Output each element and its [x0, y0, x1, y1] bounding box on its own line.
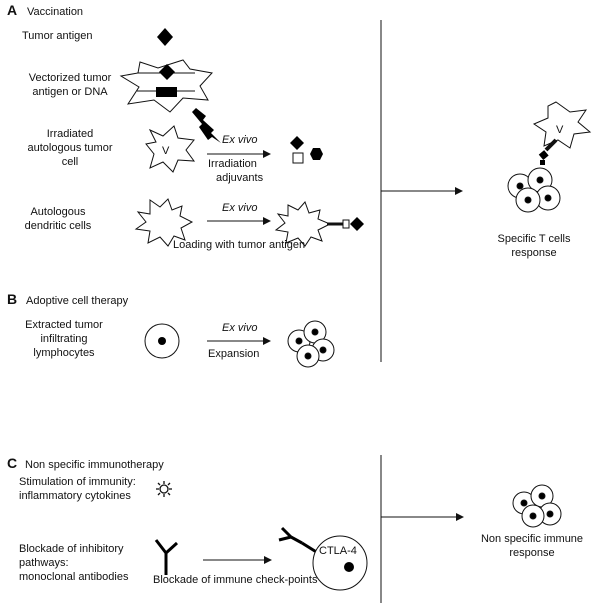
dendritic-cell-icon [134, 198, 194, 247]
tcr-stub-2 [540, 160, 545, 165]
section-b-letter: B [7, 291, 18, 307]
irradiated-label-line-2: autologous tumor [27, 142, 113, 154]
specific-response-line-2: response [511, 247, 557, 259]
expansion-label: Expansion [208, 348, 260, 360]
t-cell-nucleus [344, 562, 354, 572]
autologous-label-line-1: Autologous [30, 206, 86, 218]
loaded-dendritic-cell-icon [274, 201, 332, 247]
specific-t-cells-cluster [507, 167, 561, 213]
specific-response-line-1: Specific T cells [497, 233, 571, 245]
lightning-bolt-icon [192, 108, 221, 143]
cytokine-gear-icon [156, 481, 172, 497]
expanded-lymphocytes-cluster [287, 320, 335, 368]
blockade-label-line-2: pathways: [19, 557, 69, 569]
adjuvant-hexagon-icon [310, 148, 323, 160]
target-tumor-cell-icon [532, 101, 592, 149]
bound-antibody-icon [278, 526, 319, 555]
loaded-antigen-diamond-icon [350, 217, 364, 231]
section-a-letter: A [7, 2, 18, 18]
checkpoints-label: Blockade of immune check-points [153, 574, 318, 586]
section-b-title: Adoptive cell therapy [26, 295, 129, 307]
extracted-label-line-3: lymphocytes [33, 347, 95, 359]
irradiated-label-line-3: cell [61, 156, 79, 168]
stimulation-label-line-1: Stimulation of immunity: [19, 476, 136, 488]
irradiated-label-line-1: Irradiated [46, 128, 94, 140]
section-c-letter: C [7, 455, 18, 471]
ex-vivo-label-2: Ex vivo [222, 202, 258, 214]
nonspecific-cells-cluster [512, 484, 562, 528]
extracted-label-line-2: infiltrating [40, 333, 88, 345]
tcr-stub [538, 150, 549, 160]
lymphocyte-nucleus [158, 337, 166, 345]
vector-dna-block [156, 87, 177, 97]
loaded-antigen-stub [342, 219, 350, 229]
adjuvant-square-icon [292, 152, 304, 164]
extracted-label-line-1: Extracted tumor [25, 319, 103, 331]
section-a-title: Vaccination [27, 6, 84, 18]
nonspecific-response-line-2: response [509, 547, 555, 559]
ctla4-label: CTLA-4 [319, 545, 357, 557]
irradiated-tumor-cell-icon [145, 125, 196, 173]
antibody-icon [154, 539, 179, 575]
ex-vivo-label-3: Ex vivo [222, 322, 258, 334]
loading-label: Loading with tumor antigen [173, 239, 306, 251]
ex-vivo-label-1: Ex vivo [222, 134, 258, 146]
nonspecific-response-line-1: Non specific immune [480, 533, 584, 545]
blockade-label-line-1: Blockade of inhibitory [19, 543, 124, 555]
t-cell-with-ctla4-icon [312, 535, 368, 591]
adjuvant-diamond-icon [290, 136, 304, 150]
irradiation-label: Irradiation [208, 158, 257, 170]
target-cell-v-letter: V [556, 124, 564, 136]
autologous-label-line-2: dendritic cells [24, 220, 92, 232]
tumor-antigen-diamond-icon [157, 28, 173, 46]
vectorized-label-line-2: antigen or DNA [32, 86, 108, 98]
tcr-stalk [544, 138, 558, 152]
vectorized-label-line-1: Vectorized tumor [28, 72, 112, 84]
adjuvants-label: adjuvants [216, 172, 264, 184]
section-c-title: Non specific immunotherapy [25, 459, 164, 471]
vector-antigen-diamond-icon [159, 64, 175, 80]
stimulation-label-line-2: inflammatory cytokines [19, 490, 131, 502]
blockade-label-line-3: monoclonal antibodies [19, 571, 129, 583]
tumor-antigen-label: Tumor antigen [22, 30, 93, 42]
tumor-cell-v-letter: V [162, 145, 170, 157]
